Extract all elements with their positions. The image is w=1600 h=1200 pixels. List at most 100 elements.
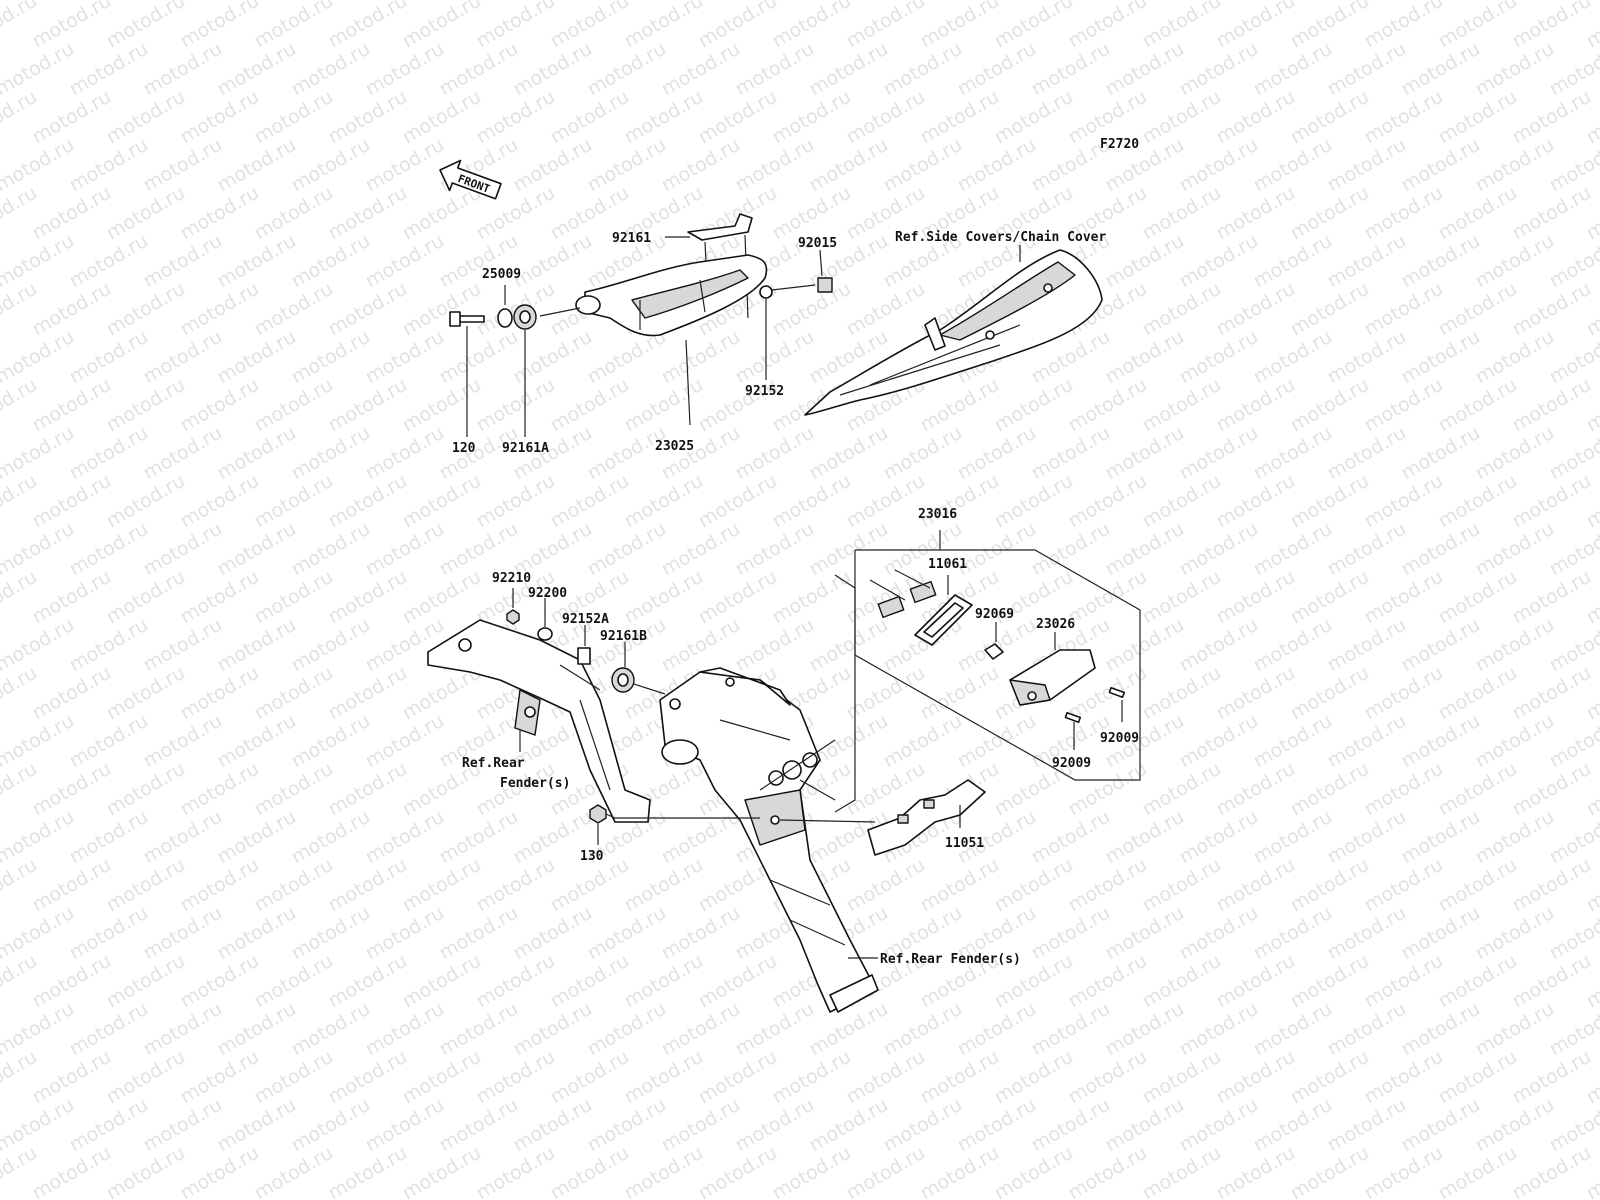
watermark-text: motod.ru [214,998,300,1061]
watermark-text: motod.ru [1287,1142,1373,1200]
watermark-text: motod.ru [103,854,189,917]
watermark-text: motod.ru [436,1094,522,1157]
watermark-text: motod.ru [1102,230,1188,293]
watermark-text: motod.ru [177,86,263,149]
watermark-text: motod.ru [732,1094,818,1157]
watermark-text: motod.ru [214,422,300,485]
watermark-text: motod.ru [1398,614,1484,677]
watermark-text: motod.ru [362,902,448,965]
watermark-text: motod.ru [251,566,337,629]
watermark-text: motod.ru [1509,854,1595,917]
watermark-text: motod.ru [1213,470,1299,533]
watermark-text: motod.ru [510,998,596,1061]
watermark-text: motod.ru [103,374,189,437]
watermark-text: motod.ru [1139,950,1225,1013]
watermark-text: motod.ru [140,518,226,581]
watermark-text: motod.ru [843,470,929,533]
watermark-text: motod.ru [1028,902,1114,965]
watermark-text: motod.ru [214,518,300,581]
watermark-text: motod.ru [1213,278,1299,341]
watermark-text: motod.ru [1472,710,1558,773]
watermark-text: motod.ru [140,326,226,389]
watermark-text: motod.ru [1398,422,1484,485]
part-92161B-grommet [611,667,635,693]
watermark-text: motod.ru [917,470,1003,533]
watermark-text: motod.ru [1324,326,1410,389]
part-25009-washer [497,308,513,328]
watermark-text: motod.ru [362,230,448,293]
watermark-text: motod.ru [1250,710,1336,773]
watermark-text: motod.ru [1324,998,1410,1061]
watermark-text: motod.ru [1250,134,1336,197]
watermark-text: motod.ru [880,1094,966,1157]
watermark-text: motod.ru [621,86,707,149]
watermark-text: motod.ru [1472,518,1558,581]
watermark-text: motod.ru [214,230,300,293]
watermark-text: motod.ru [1213,566,1299,629]
watermark-text: motod.ru [547,1142,633,1200]
watermark-text: motod.ru [1250,998,1336,1061]
watermark-text: motod.ru [288,230,374,293]
watermark-text: motod.ru [584,38,670,101]
watermark-text: motod.ru [1361,758,1447,821]
watermark-text: motod.ru [769,1046,855,1109]
watermark-text: motod.ru [510,902,596,965]
watermark-text: motod.ru [621,566,707,629]
watermark-text: motod.ru [584,134,670,197]
watermark-text: motod.ru [66,806,152,869]
watermark-text: motod.ru [1361,0,1447,52]
watermark-text: motod.ru [325,182,411,245]
watermark-text: motod.ru [806,422,892,485]
watermark-text: motod.ru [1435,1142,1521,1200]
callout-92009-a: 92009 [1100,731,1139,746]
watermark-text: motod.ru [325,374,411,437]
watermark-text: motod.ru [1472,806,1558,869]
watermark-text: motod.ru [251,854,337,917]
watermark-text: motod.ru [436,326,522,389]
watermark-text: motod.ru [473,1046,559,1109]
part-92015-collar [817,277,833,293]
watermark-text: motod.ru [843,1046,929,1109]
watermark-text: motod.ru [1065,374,1151,437]
watermark-text: motod.ru [177,854,263,917]
watermark-text: motod.ru [288,38,374,101]
callout-23026: 23026 [1036,617,1075,632]
watermark-text: motod.ru [214,38,300,101]
watermark-text: motod.ru [362,134,448,197]
watermark-text: motod.ru [547,1046,633,1109]
watermark-text: motod.ru [1139,182,1225,245]
watermark-text: motod.ru [1139,470,1225,533]
watermark-text: motod.ru [362,1094,448,1157]
watermark-text: motod.ru [1028,1094,1114,1157]
watermark-text: motod.ru [954,1094,1040,1157]
watermark-text: motod.ru [325,854,411,917]
watermark-text: motod.ru [1472,1094,1558,1157]
watermark-text: motod.ru [806,614,892,677]
callout-92161A: 92161A [502,441,549,456]
watermark-text: motod.ru [695,1046,781,1109]
watermark-text: motod.ru [288,326,374,389]
watermark-text: motod.ru [732,38,818,101]
watermark-text: motod.ru [473,374,559,437]
watermark-text: motod.ru [1398,806,1484,869]
watermark-text: motod.ru [1287,662,1373,725]
callout-92200: 92200 [528,586,567,601]
watermark-text: motod.ru [362,422,448,485]
watermark-text: motod.ru [325,0,411,52]
callout-92161: 92161 [612,231,651,246]
watermark-text: motod.ru [1287,278,1373,341]
watermark-text: motod.ru [806,518,892,581]
watermark-text: motod.ru [251,278,337,341]
watermark-text: motod.ru [1398,710,1484,773]
watermark-text: motod.ru [140,38,226,101]
part-23026-lens [1009,649,1096,706]
watermark-text: motod.ru [1509,1142,1595,1200]
watermark-text: motod.ru [473,1142,559,1200]
watermark-text: motod.ru [1398,326,1484,389]
watermark-text: motod.ru [399,278,485,341]
watermark-text: motod.ru [1139,86,1225,149]
watermark-text: motod.ru [177,0,263,52]
watermark-text: motod.ru [769,86,855,149]
callout-ref-rear-fender-1a: Ref.Rear [462,756,525,771]
watermark-text: motod.ru [1435,662,1521,725]
